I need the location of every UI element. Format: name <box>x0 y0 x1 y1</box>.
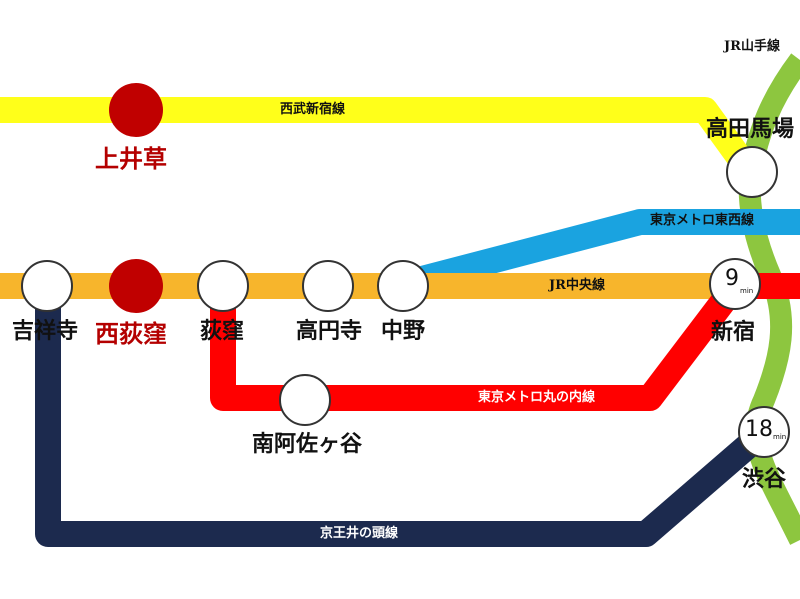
nakano-station-marker[interactable] <box>377 260 429 312</box>
shibuya-travel-time-value: 18 <box>745 417 773 442</box>
koenji-station-marker[interactable] <box>302 260 354 312</box>
minami-asagaya-station-label: 南阿佐ヶ谷 <box>252 431 363 457</box>
nishiogikubo-station-marker[interactable] <box>109 259 163 313</box>
seibu-shinjuku-line-label: 西武新宿線 <box>280 102 346 117</box>
keio-inokashira-line-label: 京王井の頭線 <box>320 526 399 541</box>
koenji-station-label: 高円寺 <box>296 318 363 344</box>
shinjuku-station-label: 新宿 <box>711 319 756 345</box>
marunouchi-line <box>210 278 746 411</box>
tozai-line <box>399 209 800 297</box>
jr-yamanote-line-label: JR山手線 <box>724 39 780 54</box>
shinjuku-travel-time-unit: min <box>740 287 754 295</box>
keio-inokashira-line <box>35 286 773 547</box>
kichijoji-station-label: 吉祥寺 <box>12 318 79 344</box>
nakano-station-label: 中野 <box>381 318 426 344</box>
jr-chuo-line-label: JR中央線 <box>549 278 605 293</box>
nishiogikubo-station-label: 西荻窪 <box>95 319 167 348</box>
kamiigusa-station-marker[interactable] <box>109 83 163 137</box>
shibuya-travel-time-unit: min <box>773 433 787 441</box>
shinjuku-travel-time-value: 9 <box>725 266 739 291</box>
minami-asagaya-station-marker[interactable] <box>279 374 331 426</box>
takadanobaba-station-label: 高田馬場 <box>706 116 795 142</box>
tozai-line-label: 東京メトロ東西線 <box>650 213 755 228</box>
shinjuku-station-marker[interactable] <box>709 258 761 310</box>
ogikubo-station-marker[interactable] <box>197 260 249 312</box>
kamiigusa-station-label: 上井草 <box>95 144 167 173</box>
shibuya-station-label: 渋谷 <box>742 466 787 492</box>
marunouchi-line-label: 東京メトロ丸の内線 <box>478 390 596 405</box>
takadanobaba-station-marker[interactable] <box>726 146 778 198</box>
kichijoji-station-marker[interactable] <box>21 260 73 312</box>
ogikubo-station-label: 荻窪 <box>200 318 245 344</box>
shibuya-station-marker[interactable] <box>738 406 790 458</box>
